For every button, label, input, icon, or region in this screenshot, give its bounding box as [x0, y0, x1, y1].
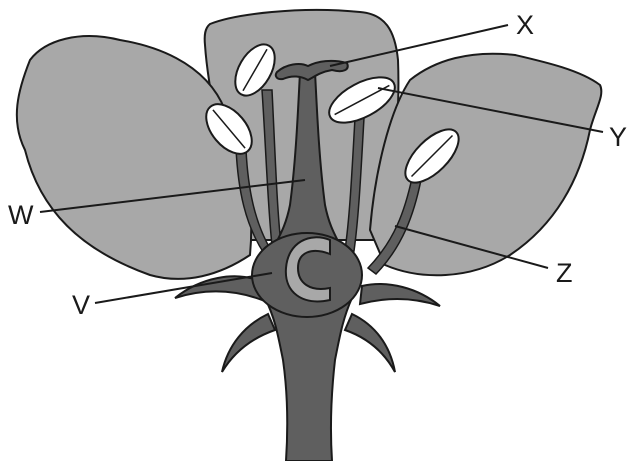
petal-right: [370, 54, 601, 276]
flower-stem: [265, 298, 352, 461]
label-x: X: [516, 10, 534, 40]
label-y: Y: [609, 122, 627, 152]
sepal-right-lower: [345, 314, 395, 372]
label-v: V: [72, 290, 90, 320]
label-w: W: [8, 200, 34, 230]
label-z: Z: [556, 258, 573, 288]
sepal-right: [360, 284, 440, 306]
sepal-left-lower: [222, 314, 275, 372]
